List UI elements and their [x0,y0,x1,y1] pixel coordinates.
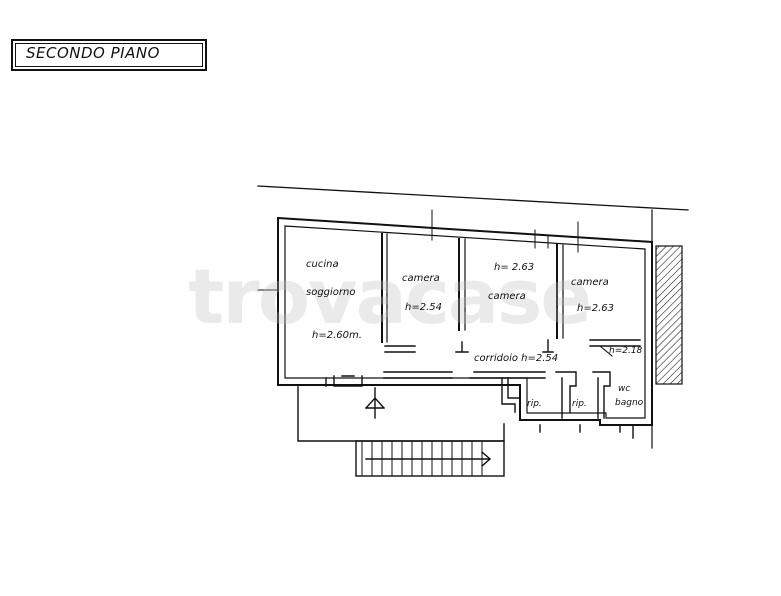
hatched-wall [655,245,683,385]
outer-wall-inner [284,225,646,419]
corridor-wall [455,341,469,353]
watermark: trovacase [188,252,592,341]
door-mark [599,345,613,357]
corridor-wall [384,345,416,353]
height-label-camera-1: h=2.54 [405,302,442,313]
room-label-ripostiglio-2: rip. [572,399,587,409]
height-label-camera-2: h= 2.63 [494,262,535,273]
corridor-wall [589,339,641,347]
lower-wall [383,371,453,379]
landing [297,386,505,442]
room-label-soggiorno: soggiorno [306,287,356,298]
stair-arrow [365,451,492,467]
title-box [11,39,207,71]
lower-wall [469,371,546,379]
service-wall [555,371,577,419]
service-wall [592,371,611,419]
service-wall [539,424,634,439]
room-label-wc: wc [618,384,631,394]
room-label-cucina: cucina [306,259,339,270]
room-label-camera-3: camera [571,277,609,288]
room-label-ripostiglio-1: rip. [527,399,542,409]
stair [355,440,505,477]
height-label-wc: h=2.18 [609,346,643,356]
room-label-camera-1: camera [402,273,440,284]
outer-wall [277,216,653,426]
room-label-corridoio: corridoio h=2.54 [474,353,559,364]
property-line [257,185,689,211]
height-label-camera-3: h=2.63 [577,303,614,314]
page-title: SECONDO PIANO [26,44,160,62]
height-label-soggiorno: h=2.60m. [312,330,362,341]
room-label-camera-2: camera [488,291,526,302]
lower-wall [325,375,363,387]
room-label-bagno: bagno [615,398,644,408]
service-wall [501,377,521,413]
entrance-arrow [365,387,385,419]
corridor-wall [542,339,554,353]
